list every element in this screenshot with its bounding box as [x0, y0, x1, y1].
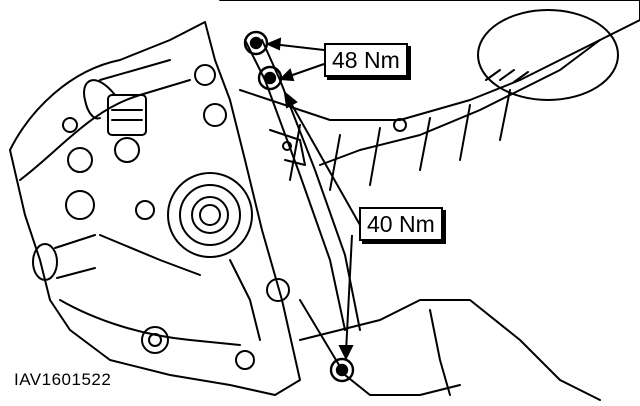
boss-2 [65, 190, 95, 220]
bracket-tab [269, 129, 306, 166]
boss-10 [393, 118, 407, 132]
sensor-body [107, 94, 147, 136]
shaft-seal-core [199, 204, 221, 226]
boss-5 [62, 117, 78, 133]
support-strut [244, 39, 346, 331]
boss-8 [235, 350, 255, 370]
engine-rib-6 [499, 89, 511, 141]
figure-id-label: IAV1601522 [14, 370, 112, 389]
leader-top-1 [271, 43, 325, 51]
sensor-connector [111, 109, 143, 121]
boss-9 [141, 326, 169, 354]
engine-rib-3 [369, 127, 381, 186]
shaft-seal-outer [167, 172, 253, 258]
drain-plug [32, 243, 58, 281]
lower-arm [299, 299, 461, 396]
bolt-lower [329, 357, 355, 383]
torque-callout-48: 48 Nm [324, 43, 408, 77]
engine-cap [477, 9, 619, 101]
drain-plug-neck [54, 234, 96, 279]
sensor-base [114, 137, 140, 163]
lower-housing [299, 299, 601, 401]
arrowhead-top-2 [278, 68, 295, 82]
engine-rib-5 [459, 104, 471, 161]
shaft-seal-mid [179, 184, 241, 246]
support-strut-inner [261, 39, 361, 331]
boss-7 [266, 278, 290, 302]
cast-line-1 [99, 234, 201, 276]
leader-bottom-1 [287, 97, 361, 226]
housing-flange [59, 299, 241, 346]
arrowhead-bottom-2 [338, 345, 354, 361]
engine-rib-2 [329, 134, 341, 191]
housing-inner-edge [19, 79, 191, 181]
engine-rib-1 [289, 124, 301, 181]
wire-harness [83, 79, 116, 120]
arrowhead-top-1 [265, 37, 282, 51]
shaft-seal-inner [191, 196, 229, 234]
torque-bolts [243, 30, 355, 383]
boss-3 [194, 64, 216, 86]
arrowhead-bottom-1 [283, 90, 298, 109]
cast-line-2 [229, 259, 261, 341]
bolt-upper-2-head [263, 71, 277, 85]
torque-callout-40: 40 Nm [359, 207, 443, 241]
engine-hatch-1 [485, 69, 529, 83]
cast-line-3 [99, 59, 171, 81]
boss-6 [135, 200, 155, 220]
bolt-lower-head [335, 363, 349, 377]
lower-housing-rib [429, 309, 451, 396]
engine-block-edge [239, 39, 601, 121]
bracket-hole [282, 141, 292, 151]
leader-bottom-2 [345, 234, 353, 353]
engine-block-top [219, 0, 640, 166]
boss-4 [203, 103, 227, 127]
bolt-upper-1-head [249, 36, 263, 50]
housing-outline [9, 21, 301, 396]
boss-1 [67, 147, 93, 173]
bolt-upper-1 [243, 30, 269, 56]
engine-rib-4 [419, 117, 431, 171]
boss-9-inner [148, 333, 162, 347]
